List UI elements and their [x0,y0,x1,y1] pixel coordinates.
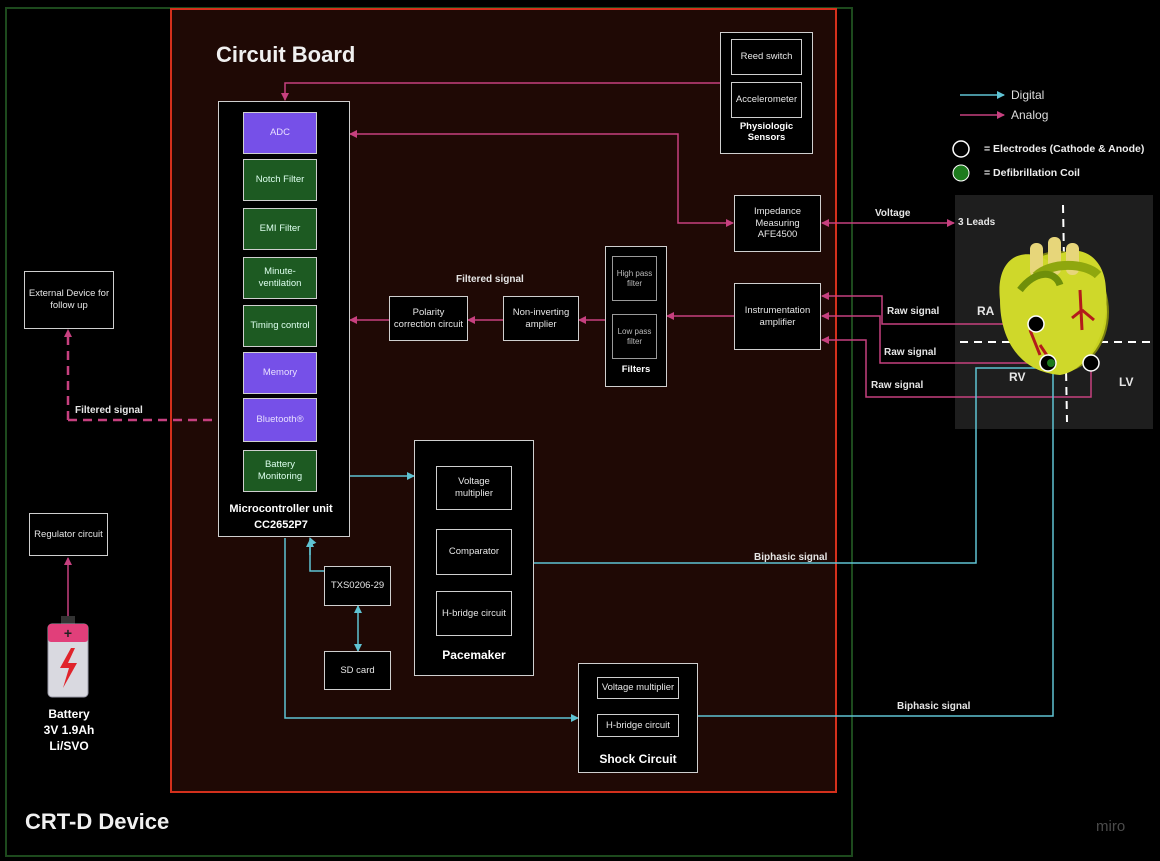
pacemaker-voltage-multiplier: Voltage multiplier [436,466,512,510]
pacemaker-comparator: Comparator [436,529,512,575]
filters-title: Filters [621,364,651,375]
regulator-circuit: Regulator circuit [29,513,108,556]
board-title: Circuit Board [216,42,356,67]
instrumentation-amplifier: Instrumentation amplifier [734,283,821,350]
filtered-signal-label: Filtered signal [456,274,524,285]
impedance-mcu-line [349,130,734,227]
legend-coil-label: = Defibrillation Coil [984,167,1080,179]
raw-signal-2-line [821,312,1048,364]
legend-coil-icon [952,164,970,182]
sd-card: SD card [324,651,391,690]
pacemaker-title: Pacemaker [442,648,506,662]
mcu-block-notch-filter: Notch Filter [243,159,317,201]
high-pass-filter: High pass filter [612,256,657,301]
battery-chemistry: Li/SVO [49,739,89,753]
pacemaker-h-bridge: H-bridge circuit [436,591,512,636]
raw-signal-1-label: Raw signal [887,306,940,317]
mcu-block-bluetooth: Bluetooth® [243,398,317,442]
leads-label: 3 Leads [958,217,996,228]
raw-signal-2-label: Raw signal [884,347,937,358]
legend-analog-label: Analog [1011,108,1049,122]
mcu-block-emi-filter: EMI Filter [243,208,317,250]
legend-electrode-icon [952,140,970,158]
mcu-block-timing-control: Timing control [243,305,317,347]
raw-signal-1-line [821,292,1036,325]
mcu-block-memory: Memory [243,352,317,394]
raw-signal-3-line [821,336,1092,398]
heart-rv-label: RV [1009,370,1026,384]
mcu-block-minute-ventilation: Minute-ventilation [243,257,317,299]
biphasic-signal-1-label: Biphasic signal [754,552,828,563]
mcu-name: Microcontroller unit [229,503,333,515]
legend-electrodes-label: = Electrodes (Cathode & Anode) [984,143,1145,155]
non-inverting-amplifier: Non-inverting amplier [503,296,579,341]
sensor-to-mcu-line [281,82,720,101]
txs0206-level-shifter: TXS0206-29 [324,566,391,606]
biphasic-signal-2-label: Biphasic signal [897,701,971,712]
battery-title: Battery [48,707,90,721]
sensors-title: Physiologic Sensors [739,121,794,143]
polarity-correction-circuit: Polarity correction circuit [389,296,468,341]
battery-icon: + [47,616,89,698]
mcu-block-battery-monitoring: Battery Monitoring [243,450,317,492]
heart-lv-label: LV [1119,375,1134,389]
shock-voltage-multiplier: Voltage multiplier [597,677,679,699]
voltage-label: Voltage [875,208,911,219]
reed-switch: Reed switch [731,39,802,75]
shock-h-bridge: H-bridge circuit [597,714,679,737]
external-signal-label: Filtered signal [75,405,143,416]
external-device: External Device for follow up [24,271,114,329]
mcu-part: CC2652P7 [254,519,308,531]
mcu-block-adc: ADC [243,112,317,154]
svg-text:+: + [64,625,72,641]
low-pass-filter: Low pass filter [612,314,657,359]
accelerometer: Accelerometer [731,82,802,118]
pacemaker-biphasic-line [534,367,1048,564]
legend-digital-label: Digital [1011,88,1045,102]
impedance-block: Impedance Measuring AFE4500 [734,195,821,252]
shock-title: Shock Circuit [599,752,677,766]
battery-spec: 3V 1.9Ah [43,723,95,737]
device-title: CRT-D Device [25,809,170,834]
raw-signal-3-label: Raw signal [871,380,924,391]
shock-biphasic-line [698,368,1054,717]
watermark: miro [1096,818,1126,835]
mcu-to-shock-line [284,538,579,722]
heart-ra-label: RA [977,304,995,318]
